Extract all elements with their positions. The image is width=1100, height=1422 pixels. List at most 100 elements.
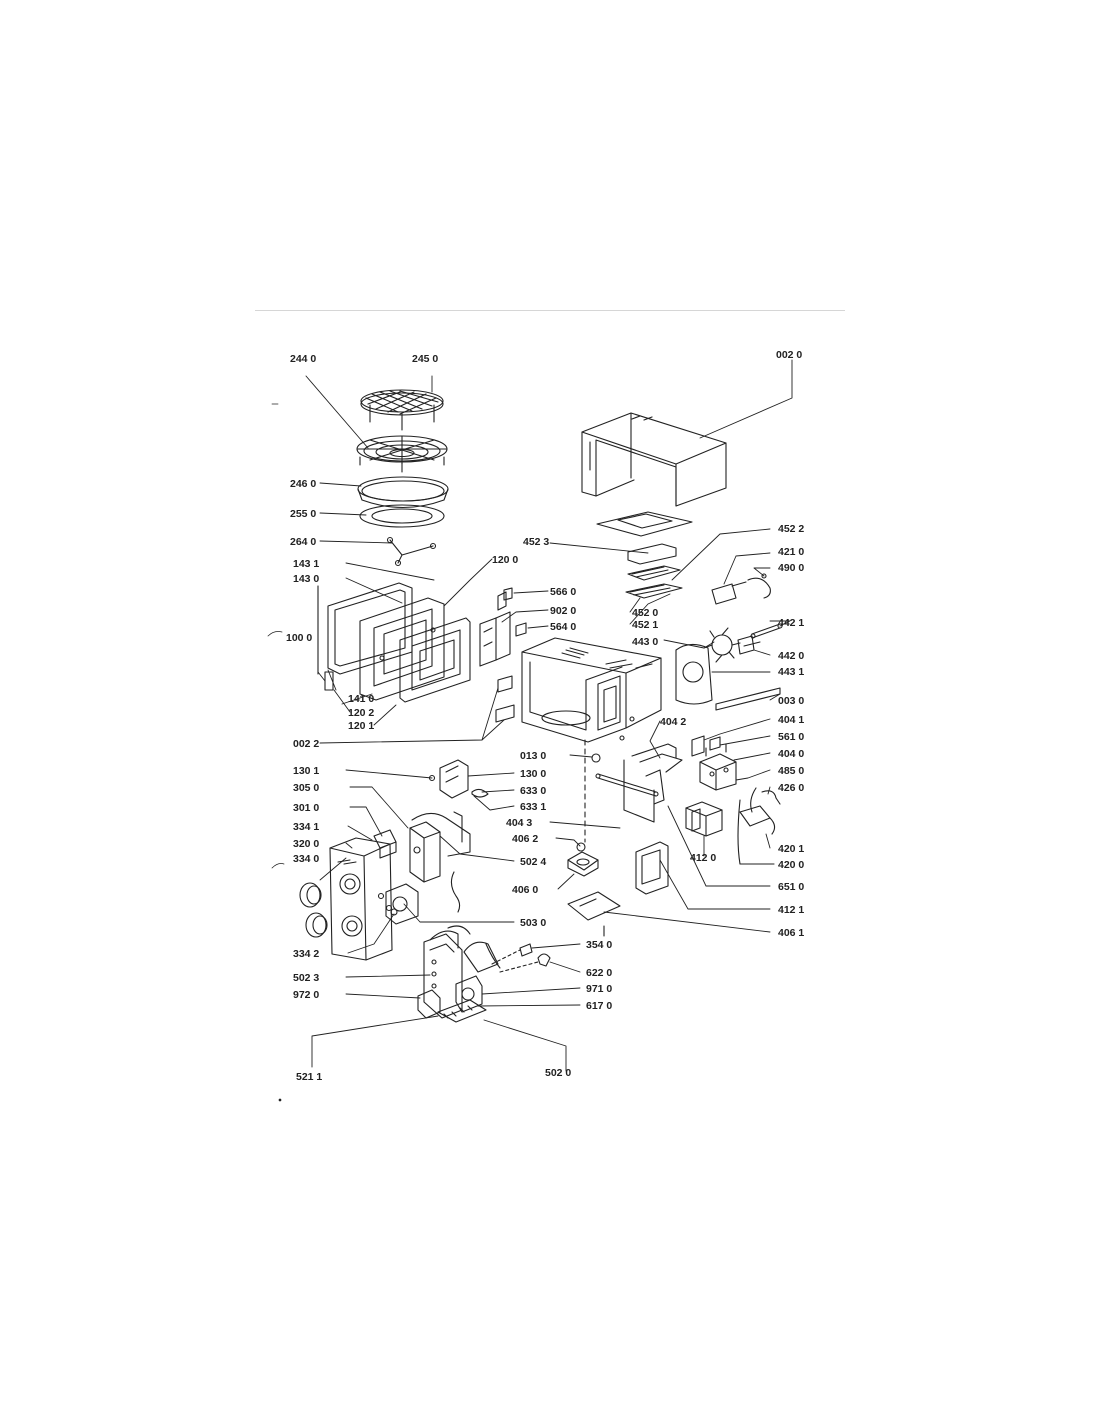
door-frame-inner: [360, 598, 444, 700]
door-glass: [318, 583, 412, 674]
part-label-334-0: 334 0: [293, 853, 320, 865]
part-label-404-3: 404 3: [506, 817, 533, 829]
part-label-264-0: 264 0: [290, 536, 317, 548]
part-label-633-0: 633 0: [520, 785, 547, 797]
selector-module: [410, 822, 440, 882]
hv-diode-wire: [738, 791, 780, 864]
part-label-130-0: 130 0: [520, 768, 547, 780]
thermostat-561: [710, 737, 720, 750]
part-label-564-0: 564 0: [550, 621, 577, 633]
part-label-406-1: 406 1: [778, 927, 805, 939]
cable-tie: [451, 872, 459, 912]
part-label-452-2: 452 2: [778, 523, 805, 535]
part-label-651-0: 651 0: [778, 881, 805, 893]
hv-terminal-strap-right: [464, 942, 500, 972]
part-label-002-2: 002 2: [293, 738, 320, 750]
part-label-490-0: 490 0: [778, 562, 805, 574]
support-rail: [596, 774, 658, 796]
filter-plate-upper: [628, 544, 676, 564]
wiring-loom: [412, 812, 470, 856]
interlock-switch-block: [374, 830, 396, 858]
bracket-plates-002-2: [496, 676, 514, 722]
part-label-561-0: 561 0: [778, 731, 805, 743]
part-label-130-1: 130 1: [293, 765, 320, 777]
air-duct: [676, 644, 712, 704]
hv-terminal-strap-left: [430, 926, 470, 948]
grill-rack-high: [361, 390, 443, 430]
part-label-404-1: 404 1: [778, 714, 805, 726]
part-label-246-0: 246 0: [290, 478, 317, 490]
part-label-502-0: 502 0: [545, 1067, 572, 1079]
part-label-452-3: 452 3: [523, 536, 550, 548]
part-label-120-2: 120 2: [348, 707, 375, 719]
relay-module: [418, 990, 440, 1018]
part-label-404-2: 404 2: [660, 716, 687, 728]
part-label-617-0: 617 0: [586, 1000, 613, 1012]
part-label-320-0: 320 0: [293, 838, 320, 850]
turntable-coupler: [388, 538, 436, 566]
part-label-003-0: 003 0: [778, 695, 805, 707]
door-latch-switch: [430, 760, 469, 798]
knob-bushings: [379, 894, 398, 916]
part-label-633-1: 633 1: [520, 801, 547, 813]
oven-cavity: [522, 638, 661, 742]
turntable-motor: [568, 852, 598, 876]
part-label-301-0: 301 0: [293, 802, 320, 814]
part-label-120-0: 120 0: [492, 554, 519, 566]
part-label-443-0: 443 0: [632, 636, 659, 648]
header-rule: [255, 310, 845, 311]
micro-switch-564: [516, 623, 526, 636]
part-label-426-0: 426 0: [778, 782, 805, 794]
hv-capacitor: [740, 788, 775, 834]
cooling-fan: [704, 628, 740, 662]
part-label-566-0: 566 0: [550, 586, 577, 598]
part-label-485-0: 485 0: [778, 765, 805, 777]
part-label-404-0: 404 0: [778, 748, 805, 760]
part-label-245-0: 245 0: [412, 353, 439, 365]
part-label-502-4: 502 4: [520, 856, 547, 868]
part-label-354-0: 354 0: [586, 939, 613, 951]
part-label-002-0: 002 0: [776, 349, 803, 361]
bottom-cover-plate: [568, 892, 620, 936]
capacitor: [712, 574, 770, 604]
magnetron-bracket: [624, 744, 682, 822]
transformer-shield: [636, 842, 668, 894]
stirrer-shaft: [585, 740, 600, 842]
part-label-420-1: 420 1: [778, 843, 805, 855]
hv-transformer: [686, 802, 722, 836]
magnetron-block: [700, 744, 736, 790]
part-label-442-0: 442 0: [778, 650, 805, 662]
part-label-452-1: 452 1: [632, 619, 659, 631]
part-label-244-0: 244 0: [290, 353, 317, 365]
part-label-143-1: 143 1: [293, 558, 320, 570]
turntable-plate: [358, 477, 448, 508]
part-label-120-1: 120 1: [348, 720, 375, 732]
filter-choke: [456, 976, 482, 1012]
timer-knob-upper: [300, 883, 321, 907]
part-label-420-0: 420 0: [778, 859, 805, 871]
part-label-305-0: 305 0: [293, 782, 320, 794]
micro-switch-566: [504, 588, 512, 600]
part-label-406-2: 406 2: [512, 833, 539, 845]
control-panel-frame: [330, 838, 392, 960]
part-label-406-0: 406 0: [512, 884, 539, 896]
door-hinge-bracket: [480, 592, 510, 666]
terminal-block: [438, 1000, 486, 1022]
timer-unit: [386, 884, 418, 924]
part-label-902-0: 902 0: [550, 605, 577, 617]
part-label-421-0: 421 0: [778, 546, 805, 558]
part-label-971-0: 971 0: [586, 983, 613, 995]
part-label-100-0: 100 0: [286, 632, 313, 644]
part-label-412-0: 412 0: [690, 852, 717, 864]
part-label-143-0: 143 0: [293, 573, 320, 585]
base-plate: [597, 512, 692, 536]
roller-ring: [360, 505, 444, 527]
outer-case: [582, 413, 726, 506]
thermal-fuse-plate: [692, 736, 704, 756]
part-label-502-3: 502 3: [293, 972, 320, 984]
part-label-443-1: 443 1: [778, 666, 805, 678]
air-guide-strip: [716, 688, 780, 710]
fuse-clip: [492, 944, 532, 964]
stirrer-gear: [577, 843, 585, 851]
